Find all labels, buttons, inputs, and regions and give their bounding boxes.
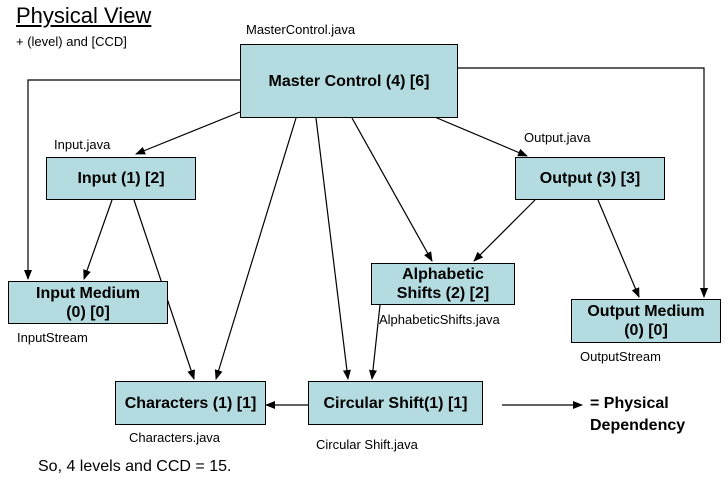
input-medium-node: Input Medium (0) [0] <box>8 281 168 324</box>
edge-alpha-shifts-to-circular-shift <box>368 304 381 380</box>
characters-label: Characters (1) [1] <box>124 394 257 412</box>
circular-shift-label: Circular Shift(1) [1] <box>323 394 468 412</box>
input-label: Input (1) [2] <box>77 170 165 187</box>
input-file-label: Input.java <box>54 137 111 152</box>
output-file-label: Output.java <box>524 130 591 145</box>
output-medium-file-label: OutputStream <box>580 349 661 364</box>
circular-shift-node: Circular Shift(1) [1] <box>308 381 483 425</box>
characters-file-label: Characters.java <box>129 430 221 445</box>
input-medium-label: Input Medium (0) [0] <box>36 284 140 321</box>
edge-master-to-output-medium <box>458 67 708 298</box>
edge-master-to-output <box>429 114 528 157</box>
edge-master-to-circular-shift <box>315 117 351 380</box>
input-medium-file-label: InputStream <box>17 330 88 345</box>
edge-output-to-alpha-shifts <box>473 199 536 262</box>
diagram-subtitle: + (level) and [CCD] <box>16 34 127 49</box>
edge-output-to-output-medium <box>597 199 640 298</box>
edge-master-to-input <box>135 111 241 155</box>
master-control-label: Master Control (4) [6] <box>268 72 430 90</box>
output-label: Output (3) [3] <box>539 170 641 187</box>
alphabetic-shifts-file-label: AlphabeticShifts.java <box>379 312 500 327</box>
alphabetic-shifts-label: Alphabetic Shifts (2) [2] <box>396 266 490 302</box>
alphabetic-shifts-node: Alphabetic Shifts (2) [2] <box>371 263 515 305</box>
output-medium-node: Output Medium (0) [0] <box>571 299 721 343</box>
input-node: Input (1) [2] <box>46 157 196 200</box>
edge-input-to-input-medium <box>83 199 113 280</box>
output-medium-label: Output Medium (0) [0] <box>587 303 705 339</box>
edge-master-to-input-medium <box>24 79 240 280</box>
characters-node: Characters (1) [1] <box>115 381 266 425</box>
master-control-node: Master Control (4) [6] <box>240 44 458 118</box>
legend-label: = Physical Dependency <box>590 395 686 434</box>
master-control-file-label: MasterControl.java <box>246 22 356 37</box>
circular-shift-file-label: Circular Shift.java <box>316 437 418 452</box>
edge-master-to-characters <box>214 117 297 380</box>
output-node: Output (3) [3] <box>515 157 665 200</box>
edge-master-to-alpha-shifts <box>351 117 433 262</box>
diagram-title: Physical View <box>16 3 152 28</box>
summary-text: So, 4 levels and CCD = 15. <box>38 458 232 475</box>
